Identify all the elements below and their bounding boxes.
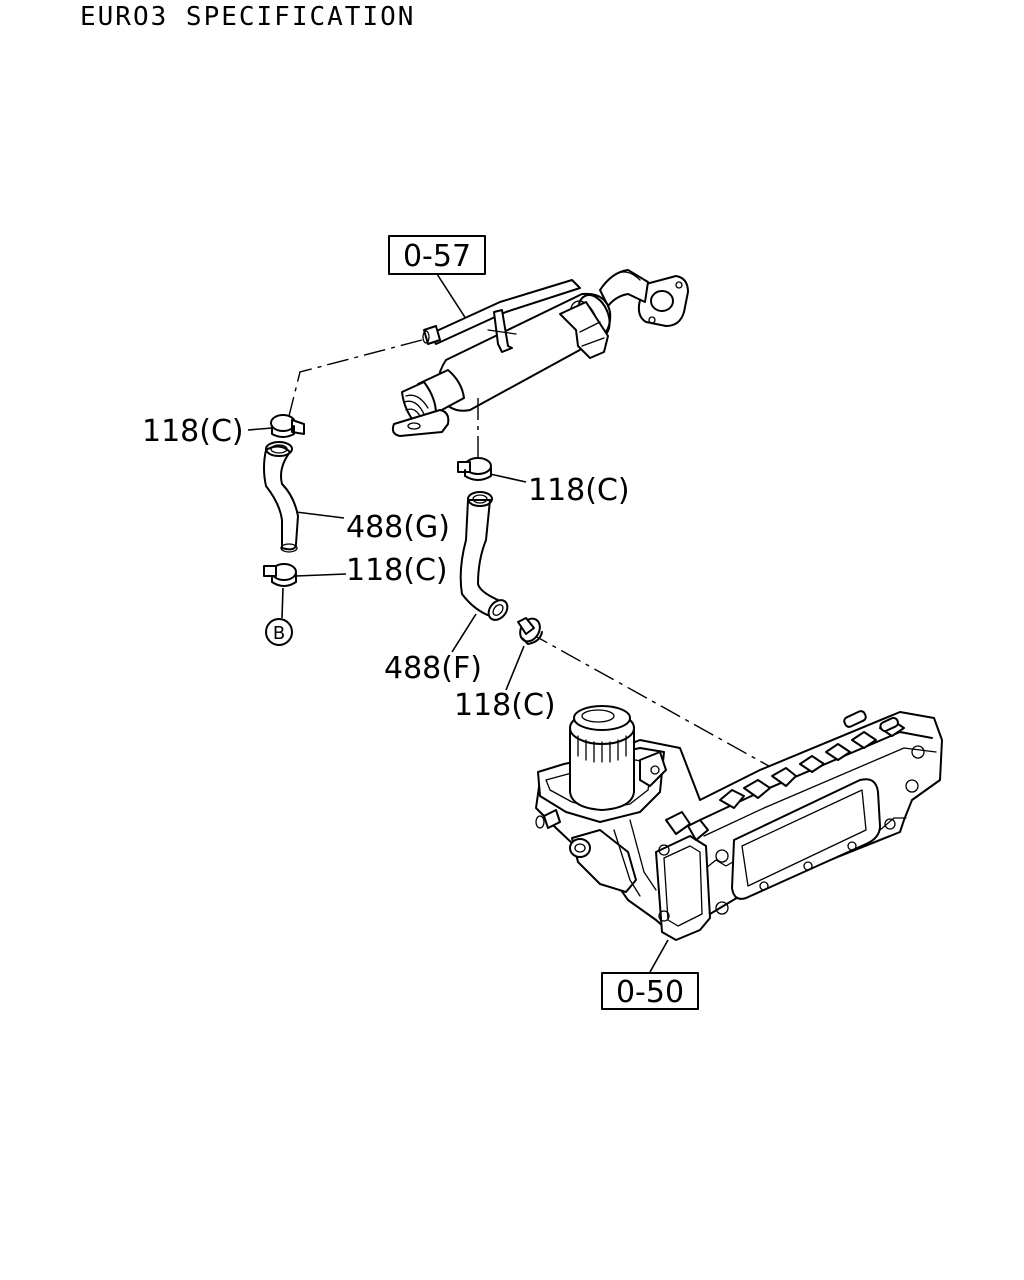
connector-b[interactable]: B <box>265 618 293 646</box>
ref-label-egr-cooler: 0-57 <box>403 239 471 274</box>
oil-cooler-assembly <box>535 705 943 941</box>
page-title: EURO3 SPECIFICATION <box>80 2 416 32</box>
callout-clamp-top-left: 118(C) <box>142 414 244 449</box>
hose-488-f[interactable] <box>459 491 512 624</box>
ref-box-egr-cooler[interactable]: 0-57 <box>388 235 486 275</box>
callout-hose-f: 488(F) <box>384 651 482 686</box>
clamp-bottom-left[interactable] <box>263 563 297 587</box>
ref-box-oil-cooler[interactable]: 0-50 <box>601 972 699 1010</box>
clamp-top-right[interactable] <box>457 457 492 481</box>
callout-clamp-bottom-right: 118(C) <box>454 688 556 723</box>
callout-hose-g: 488(G) <box>346 510 450 545</box>
callout-clamp-top-right: 118(C) <box>528 473 630 508</box>
assembly-line-right <box>527 631 777 771</box>
clamp-bottom-right[interactable] <box>516 615 544 645</box>
hose-488-g[interactable] <box>263 441 299 553</box>
connector-b-label: B <box>273 623 285 644</box>
leader-oil-cooler <box>649 939 669 973</box>
clamp-top-left[interactable] <box>270 414 305 438</box>
leader-egr-cooler <box>436 273 469 323</box>
callout-clamp-bottom-left: 118(C) <box>346 553 448 588</box>
ref-label-oil-cooler: 0-50 <box>616 975 684 1010</box>
assembly-line-left <box>287 339 423 421</box>
egr-cooler-assembly <box>391 269 689 437</box>
